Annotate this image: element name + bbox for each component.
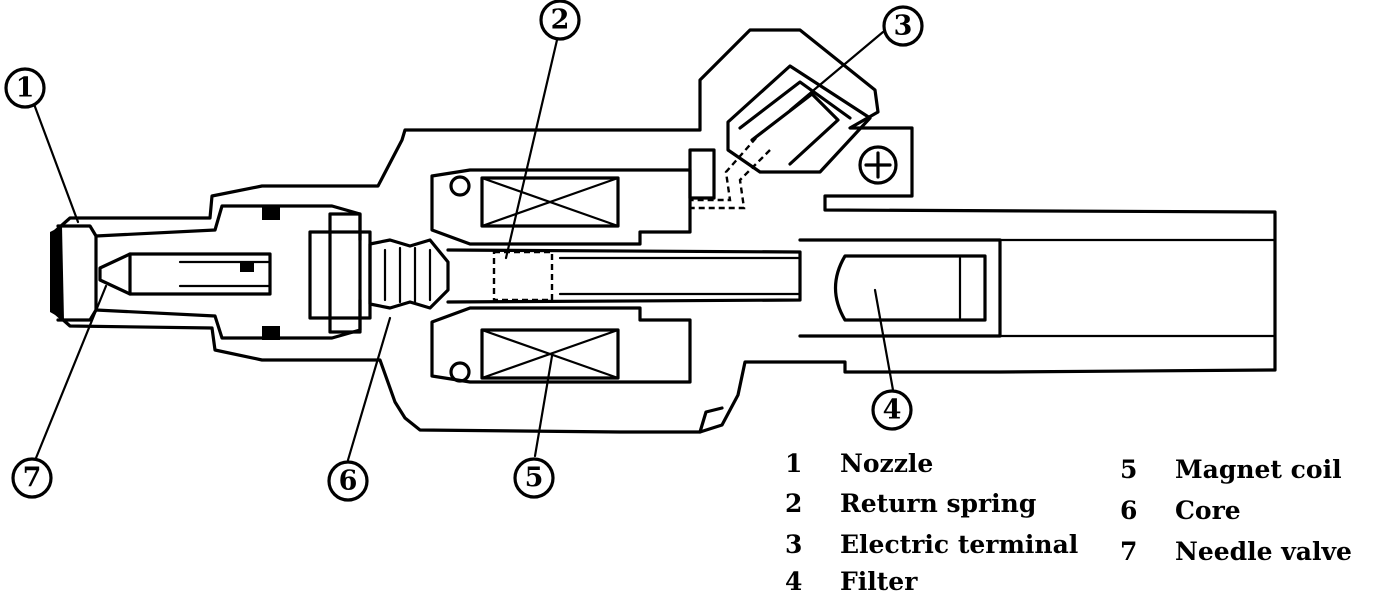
filter [834, 254, 987, 322]
legend-number: 6 [1120, 496, 1137, 525]
callout-6: 6 [327, 460, 369, 502]
leader-lines [26, 30, 895, 462]
leader-line-1 [26, 86, 80, 224]
callout-4-label: 4 [883, 395, 902, 426]
legend-number: 3 [785, 530, 802, 559]
seal-ring [262, 206, 280, 220]
leader-line-4 [873, 288, 895, 392]
coil-winding [480, 328, 620, 380]
terminal-pin [738, 80, 852, 130]
legend: 1 Nozzle 2 Return spring 3 Electric term… [785, 449, 1352, 596]
legend-item-5: 5 Magnet coil [1120, 455, 1342, 484]
legend-number: 1 [785, 449, 802, 478]
magnet-coil-upper [480, 176, 620, 228]
fuel-inlet-tube [798, 238, 1002, 338]
leader-line-2 [504, 38, 559, 260]
nozzle-tip-solid [50, 226, 64, 320]
legend-number: 4 [785, 567, 802, 596]
return-spring [492, 250, 554, 302]
callout-3: 3 [882, 5, 924, 47]
coil-winding [480, 176, 620, 228]
legend-label: Filter [840, 567, 918, 596]
callout-7-label: 7 [23, 463, 42, 494]
injector-housing-outline [50, 28, 1277, 434]
injector-drawing [50, 28, 1277, 434]
callout-5-label: 5 [525, 463, 544, 494]
terminal-wire [690, 149, 771, 210]
leader-line-7 [34, 284, 108, 460]
legend-label: Electric terminal [840, 530, 1078, 559]
leader-line-6 [346, 316, 392, 462]
screw-head [858, 145, 898, 185]
needle-key [240, 262, 254, 272]
legend-label: Nozzle [840, 449, 933, 478]
leader-line-3 [788, 30, 885, 112]
legend-item-3: 3 Electric terminal [785, 530, 1078, 559]
seal-ring [262, 326, 280, 340]
callout-7: 7 [11, 457, 53, 499]
legend-number: 2 [785, 489, 802, 518]
legend-item-1: 1 Nozzle [785, 449, 933, 478]
terminal-wire [690, 137, 757, 202]
housing-hook [698, 406, 724, 434]
legend-item-6: 6 Core [1120, 496, 1241, 525]
legend-item-4: 4 Filter [785, 567, 918, 596]
terminal-base [688, 148, 716, 200]
nozzle-tip-outline [56, 224, 98, 322]
terminal-connector [726, 64, 872, 174]
legend-number: 7 [1120, 537, 1137, 566]
needle-valve-shaft [128, 252, 272, 296]
o-ring [449, 361, 471, 383]
terminal-pin [750, 92, 840, 166]
callout-1-label: 1 [16, 73, 35, 104]
needle-valve-tip [98, 252, 132, 296]
legend-item-2: 2 Return spring [785, 489, 1036, 518]
callout-2: 2 [539, 0, 581, 41]
legend-item-7: 7 Needle valve [1120, 537, 1352, 566]
coil-housing [430, 306, 692, 384]
legend-label: Needle valve [1175, 537, 1352, 566]
callout-2-label: 2 [551, 5, 570, 36]
callout-3-label: 3 [894, 11, 913, 42]
o-ring [449, 175, 471, 197]
central-sleeve [446, 248, 802, 304]
leader-line-5 [533, 354, 554, 458]
coil-housing [430, 168, 692, 246]
legend-label: Return spring [840, 489, 1036, 518]
inner-body-top [94, 204, 362, 242]
callout-6-label: 6 [339, 466, 358, 497]
callout-1: 1 [4, 67, 46, 109]
core-threaded [368, 238, 450, 310]
legend-label: Magnet coil [1175, 455, 1342, 484]
callout-4: 4 [871, 389, 913, 431]
magnet-coil-lower [480, 328, 620, 380]
legend-number: 5 [1120, 455, 1137, 484]
callout-5: 5 [513, 457, 555, 499]
legend-label: Core [1175, 496, 1241, 525]
armature-ring [328, 212, 362, 334]
